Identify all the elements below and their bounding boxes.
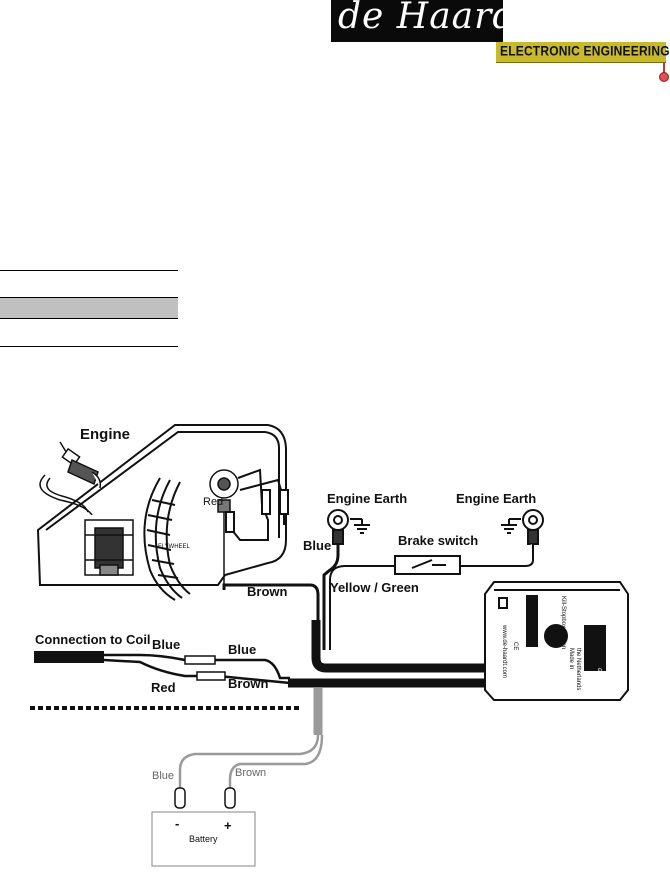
engine-earth-label-2: Engine Earth (456, 491, 536, 506)
blue-earth-wire-label: Blue (303, 538, 331, 553)
battery-minus: - (175, 816, 179, 831)
engine-label: Engine (80, 426, 130, 443)
battery-icon (151, 811, 256, 867)
module-line2: Made in (568, 648, 574, 669)
battery-label: Battery (189, 834, 218, 844)
header-rule-band (0, 297, 178, 319)
module-labels: de Haardt www.de-haardt.com Kill-Stopbox… (501, 596, 603, 700)
battery-blue-label: Blue (152, 770, 174, 782)
logo-accent-line (663, 62, 665, 74)
main-cable-upper (311, 620, 492, 673)
header-rule-bottom (0, 346, 178, 347)
coil-blue-label-1: Blue (152, 637, 180, 652)
logo-wordmark: de Haardt (338, 0, 532, 37)
earth-terminal-1-icon (327, 509, 370, 545)
header-rule-top (0, 270, 178, 271)
coil-wires (103, 653, 291, 685)
logo-subtitle: ELECTRONIC ENGINEERING (500, 43, 670, 60)
engine-kill-switch-icon (209, 469, 239, 590)
ignition-coil-icon (84, 519, 134, 576)
engine-wires (225, 468, 289, 541)
module-logo: de Haardt (596, 668, 603, 700)
blue-earth-wire (322, 544, 340, 650)
yellow-green-label: Yellow / Green (330, 580, 419, 595)
coil-brown-label: Brown (228, 676, 269, 691)
earth-terminal-2-icon (501, 509, 544, 545)
battery-wires (178, 734, 324, 790)
coil-connector (34, 651, 104, 663)
battery-brown-label: Brown (235, 767, 266, 779)
brake-switch-icon (329, 544, 534, 650)
kill-switch-module (484, 581, 629, 701)
module-line3: the Netherlands (575, 648, 581, 690)
brake-switch-label: Brake switch (398, 533, 478, 548)
logo-subtitle-bar (496, 42, 666, 63)
engine-earth-label-1: Engine Earth (327, 491, 407, 506)
flywheel-label: FLYWHEEL (158, 544, 191, 550)
brown-wire (222, 583, 320, 650)
module-website: www.de-haardt.com (501, 624, 507, 678)
module-ce: CE (512, 642, 518, 650)
coil-red-label: Red (151, 680, 176, 695)
battery-clips (174, 787, 236, 809)
battery-plus: + (224, 818, 232, 833)
logo-accent-dot (659, 72, 669, 82)
engine-red-label: Red (203, 496, 223, 508)
flywheel-icon (143, 477, 191, 601)
spark-plug-cap-icon (39, 441, 102, 516)
connection-to-coil-label: Connection to Coil (35, 632, 151, 647)
coil-blue-label-2: Blue (228, 642, 256, 657)
module-line1: Kill-Stopbox Ignition (560, 596, 566, 649)
brown-wire-label: Brown (247, 584, 288, 599)
logo-background (331, 0, 503, 42)
